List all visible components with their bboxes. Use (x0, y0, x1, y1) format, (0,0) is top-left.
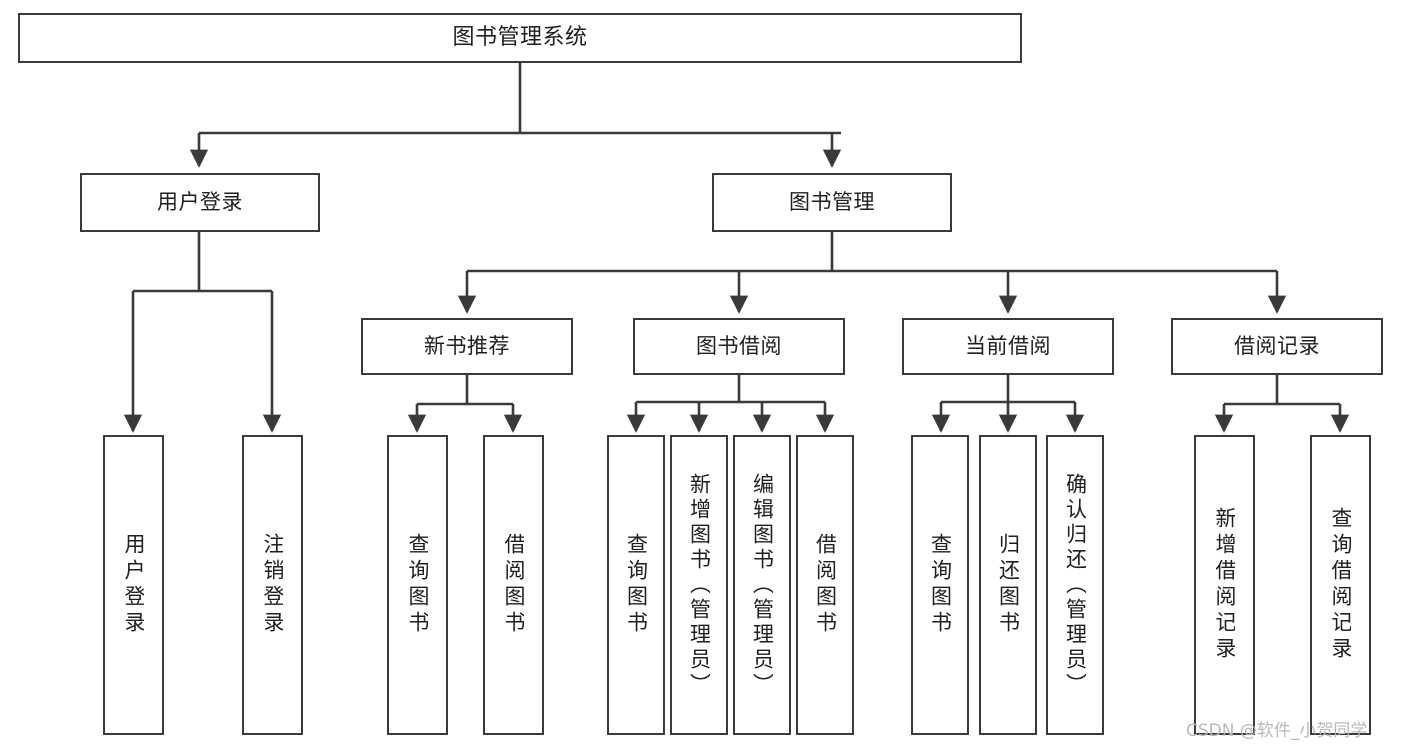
node-label: 用户登录 (123, 533, 144, 637)
node-label: 确认归还（管理员） (1064, 472, 1086, 698)
node-label: 新增图书（管理员） (688, 472, 710, 698)
leaf-book-borrow-edit-book-admin[interactable]: 编辑图书（管理员） (733, 435, 791, 735)
leaf-current-borrow-confirm-return-admin[interactable]: 确认归还（管理员） (1046, 435, 1104, 735)
leaf-user-login-login[interactable]: 用户登录 (103, 435, 164, 735)
node-book-borrow[interactable]: 图书借阅 (633, 318, 845, 375)
leaf-book-borrow-add-book-admin[interactable]: 新增图书（管理员） (670, 435, 728, 735)
node-book-management[interactable]: 图书管理 (712, 173, 952, 232)
leaf-book-borrow-query-book[interactable]: 查询图书 (607, 435, 665, 735)
leaf-current-borrow-return-book[interactable]: 归还图书 (979, 435, 1037, 735)
node-label: 归还图书 (997, 533, 1019, 637)
node-label: 图书管理系统 (452, 25, 588, 51)
node-label: 图书管理 (789, 190, 875, 215)
node-label: 新增借阅记录 (1214, 507, 1235, 663)
node-root-book-management-system[interactable]: 图书管理系统 (18, 13, 1022, 63)
node-label: 借阅图书 (503, 533, 524, 637)
node-label: 新书推荐 (424, 334, 510, 359)
leaf-borrow-record-query-record[interactable]: 查询借阅记录 (1310, 435, 1371, 735)
leaf-borrow-record-add-record[interactable]: 新增借阅记录 (1194, 435, 1255, 735)
node-label: 查询图书 (625, 533, 647, 637)
leaf-user-login-logout[interactable]: 注销登录 (242, 435, 303, 735)
leaf-new-book-borrow-book[interactable]: 借阅图书 (483, 435, 544, 735)
watermark-csdn: CSDN @软件_小贺同学 (1186, 721, 1368, 741)
node-borrow-record[interactable]: 借阅记录 (1171, 318, 1383, 375)
node-label: 借阅图书 (814, 533, 836, 637)
node-label: 注销登录 (262, 533, 283, 637)
node-label: 查询图书 (407, 533, 428, 637)
node-label: 编辑图书（管理员） (751, 472, 773, 698)
node-current-borrow[interactable]: 当前借阅 (902, 318, 1114, 375)
node-label: 借阅记录 (1234, 334, 1320, 359)
leaf-book-borrow-borrow-book[interactable]: 借阅图书 (796, 435, 854, 735)
node-new-book-recommend[interactable]: 新书推荐 (361, 318, 573, 375)
leaf-new-book-query-book[interactable]: 查询图书 (387, 435, 448, 735)
node-user-login[interactable]: 用户登录 (80, 173, 320, 232)
leaf-current-borrow-query-book[interactable]: 查询图书 (911, 435, 969, 735)
node-label: 用户登录 (157, 190, 243, 215)
node-label: 图书借阅 (696, 334, 782, 359)
node-label: 查询借阅记录 (1330, 507, 1351, 663)
node-label: 查询图书 (929, 533, 951, 637)
node-label: 当前借阅 (965, 334, 1051, 359)
